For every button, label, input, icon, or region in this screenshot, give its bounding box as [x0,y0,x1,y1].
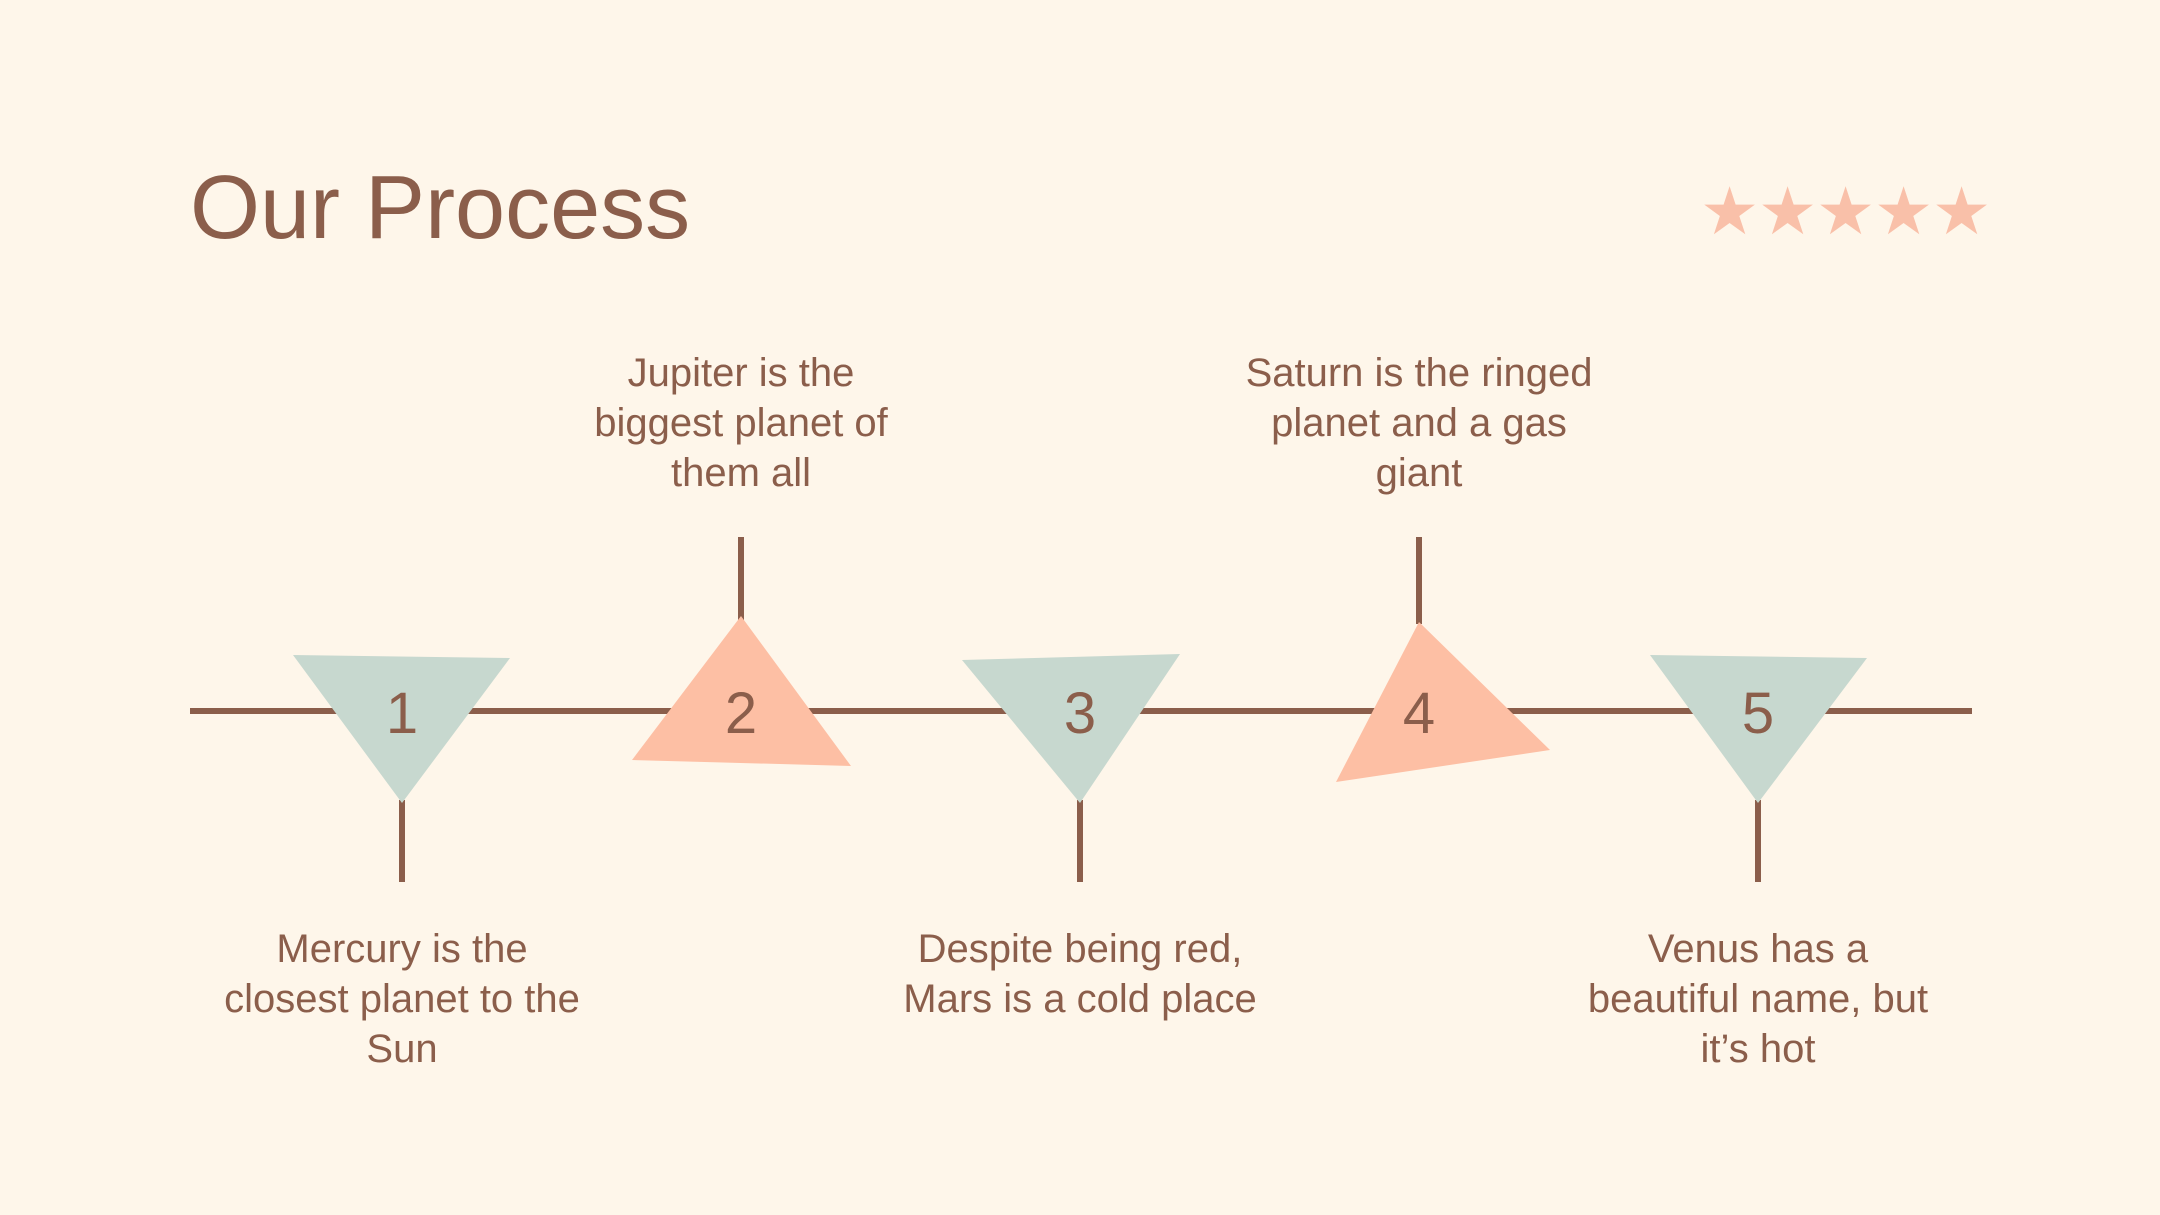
star-icon: ★ [1816,174,1876,248]
triangle-up-shape [632,616,851,766]
triangle-down-shape [293,655,510,803]
triangle-down-shape [1650,655,1867,803]
page-title: Our Process [190,158,691,258]
step-number: 4 [1403,681,1435,746]
step-description-4: Saturn is the ringed planet and a gas gi… [1245,351,1593,495]
step-description-5: Venus has a beautiful name, but it’s hot [1587,927,1929,1071]
step-marker-5: 5 [1650,655,1867,803]
star-rating: ★ ★ ★ ★ ★ [1700,176,2000,246]
star-icon: ★ [1758,174,1818,248]
step-description-2: Jupiter is the biggest planet of them al… [594,351,888,495]
star-icon: ★ [1932,174,1992,248]
step-description-1: Mercury is the closest planet to the Sun [224,927,580,1071]
step-description-3: Despite being red, Mars is a cold place [903,927,1257,1021]
step-marker-1: 1 [293,655,510,803]
step-marker-4: 4 [1336,622,1550,782]
triangle-up-shape [1336,622,1550,782]
step-number: 2 [725,681,757,746]
step-number: 5 [1742,681,1774,746]
step-number: 1 [386,681,418,746]
star-icon: ★ [1700,174,1760,248]
step-marker-2: 2 [632,616,851,766]
step-number: 3 [1064,681,1096,746]
triangle-down-shape [962,654,1180,803]
star-icon: ★ [1874,174,1934,248]
step-marker-3: 3 [962,654,1180,803]
